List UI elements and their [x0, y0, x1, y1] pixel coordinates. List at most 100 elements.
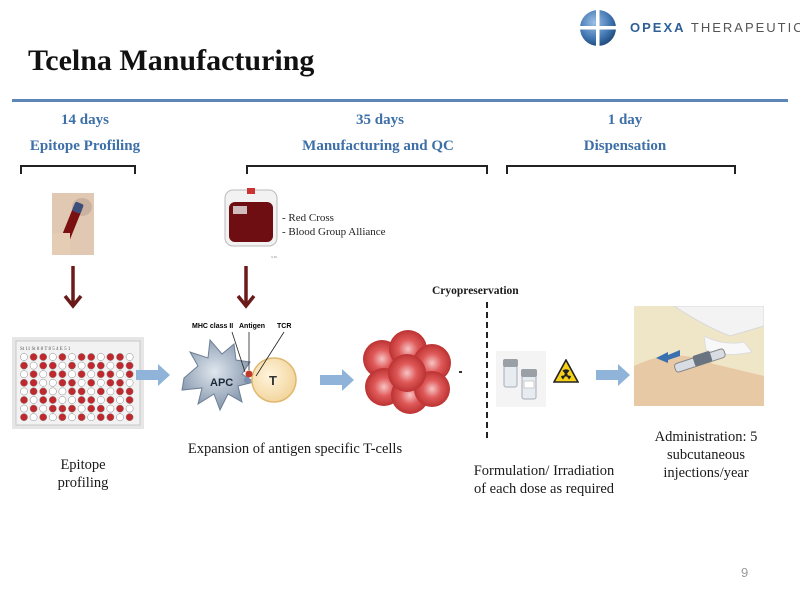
phase-3-bracket — [506, 165, 736, 174]
plate-well — [96, 378, 105, 387]
plate-well — [29, 396, 38, 404]
plate-well — [96, 404, 105, 413]
administration-caption: Administration: 5 subcutaneous injection… — [654, 429, 758, 481]
phase-2-days: 35 days — [356, 112, 404, 128]
plate-well — [68, 396, 76, 404]
slide-title: Tcelna Manufacturing — [28, 44, 315, 77]
plate-well — [29, 353, 38, 361]
mhc-label: MHC class II — [192, 323, 233, 330]
plate-well — [96, 387, 105, 396]
plate-well — [87, 353, 96, 361]
plate-well — [58, 387, 67, 396]
plate-well — [29, 413, 38, 422]
right-arrow-1-icon — [136, 364, 170, 386]
injection-image — [634, 306, 764, 406]
plate-well — [48, 396, 57, 404]
plate-well — [96, 370, 105, 379]
plate-well — [125, 396, 134, 404]
plate-well — [106, 370, 115, 379]
plate-well — [29, 404, 38, 413]
phase-1-name: Epitope Profiling — [29, 138, 141, 154]
right-arrow-2-icon — [320, 369, 354, 391]
right-arrow-3-icon — [596, 364, 630, 386]
plate-well — [29, 361, 38, 370]
phase-1-bracket — [20, 165, 136, 174]
small-dot — [459, 371, 462, 373]
tcr-label: TCR — [277, 323, 291, 330]
plate-well — [39, 378, 48, 387]
plate-well — [20, 413, 28, 422]
plate-well — [20, 370, 28, 379]
plate-well — [96, 353, 105, 361]
plate-well — [116, 387, 124, 396]
plate-well — [29, 378, 38, 387]
plate-well — [39, 387, 48, 396]
t-label: T — [269, 373, 277, 388]
plate-well — [77, 396, 86, 404]
epitope-caption: Epitope profiling — [57, 457, 109, 491]
plate-well — [68, 353, 76, 361]
logo-brand: OPEXA — [630, 20, 686, 35]
opexa-globe-icon — [580, 10, 616, 46]
plate-well — [68, 387, 76, 396]
plate-well — [125, 387, 134, 396]
plate-well — [106, 404, 115, 413]
company-logo: OPEXA THERAPEUTICS — [578, 8, 800, 48]
plate-well — [125, 378, 134, 387]
plate-well — [58, 413, 67, 422]
plate-well — [77, 413, 86, 422]
plate-well — [58, 396, 67, 404]
plate-well — [68, 404, 76, 413]
plate-well — [96, 361, 105, 370]
cryopreservation-label: Cryopreservation — [432, 285, 519, 297]
plate-well — [58, 404, 67, 413]
plate-well — [48, 404, 57, 413]
plate-well — [39, 404, 48, 413]
phase-3-days: 1 day — [607, 112, 643, 128]
plate-well — [48, 370, 57, 379]
apc-cell-shape — [181, 338, 256, 412]
plate-well — [125, 353, 134, 361]
phase-2-name: Manufacturing and QC — [302, 138, 454, 154]
plate-well — [58, 353, 67, 361]
plate-well — [48, 413, 57, 422]
phase-3-name: Dispensation — [583, 138, 667, 154]
blood-source-list: - Red Cross - Blood Group Alliance — [282, 211, 386, 239]
plate-well — [125, 404, 134, 413]
plate-well — [96, 413, 105, 422]
plate-well — [116, 378, 124, 387]
plate-well — [125, 370, 134, 379]
plate-well — [48, 387, 57, 396]
plate-well — [87, 361, 96, 370]
plate-well — [106, 413, 115, 422]
antigen-dot — [245, 370, 253, 378]
plate-well — [39, 413, 48, 422]
phase-2-bracket — [246, 165, 488, 174]
plate-well — [68, 361, 76, 370]
plate-well — [20, 353, 28, 361]
epitope-plate-image: St 11 St 8 8 T 8 5 4 E 5 1 — [12, 337, 144, 429]
plate-well — [39, 353, 48, 361]
cryopreservation-divider — [486, 302, 488, 438]
plate-well — [68, 413, 76, 422]
plate-well — [20, 361, 28, 370]
plate-well — [106, 353, 115, 361]
plate-well — [116, 353, 124, 361]
plate-well — [87, 396, 96, 404]
plate-well — [68, 370, 76, 379]
plate-well — [106, 361, 115, 370]
apc-label: APC — [210, 377, 233, 389]
plate-well — [20, 378, 28, 387]
antigen-label: Antigen — [239, 323, 265, 330]
plate-well — [116, 370, 124, 379]
page-number: 9 — [741, 565, 749, 580]
svg-text:St 11 St 8 8 T 8 5 4 E 5 1: St 11 St 8 8 T 8 5 4 E 5 1 — [20, 347, 71, 352]
plate-well — [58, 370, 67, 379]
plate-well — [77, 404, 86, 413]
plate-well — [125, 361, 134, 370]
plate-well — [87, 404, 96, 413]
logo-suffix: THERAPEUTICS — [690, 20, 800, 35]
plate-well — [39, 370, 48, 379]
phase-1-days: 14 days — [61, 112, 109, 128]
t-cell-shape — [251, 357, 297, 403]
